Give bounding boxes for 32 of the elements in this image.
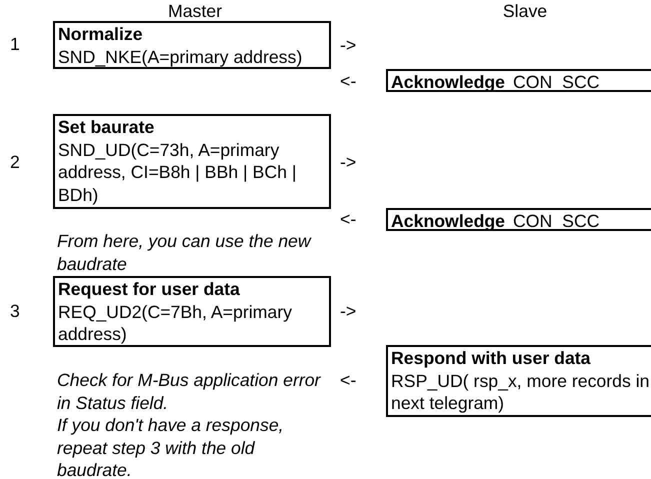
note-text: From here, you can use the new baudrate	[57, 230, 312, 275]
step-number: 1	[10, 33, 21, 56]
column-header: Slave	[502, 0, 548, 22]
direction-text: <-	[340, 369, 358, 392]
message-title: Acknowledge	[391, 211, 506, 231]
message-box	[386, 208, 651, 231]
message-box	[53, 21, 331, 69]
column-header: Master	[166, 0, 224, 22]
note-text: Check for M-Bus application error in Status field.	[57, 369, 322, 414]
message-title: Normalize	[58, 23, 144, 46]
message-text: CON_SCC	[513, 211, 600, 231]
direction-text: ->	[340, 34, 358, 56]
direction-text: <-	[340, 208, 358, 230]
message-text: REQ_UD2(C=7Bh, A=primary address)	[58, 300, 293, 346]
message-box	[386, 69, 651, 92]
message-text: SND_UD(C=73h, A=primary address, CI=B8h | BBh | BCh | BDh)	[58, 138, 298, 206]
direction-text: <-	[340, 70, 358, 92]
message-box	[53, 276, 331, 347]
message-title: Request for user data	[58, 278, 241, 300]
message-title: Acknowledge	[391, 72, 506, 92]
message-title: Set baurate	[58, 116, 156, 138]
message-text: SND_NKE(A=primary address)	[58, 46, 304, 68]
message-text: CON_SCC	[513, 72, 600, 92]
step-number: 2	[10, 151, 21, 174]
step-number: 3	[10, 300, 21, 322]
message-title: Respond with user data	[391, 347, 592, 370]
note-text: If you don't have a response, repeat step 3 with the old baudrate.	[57, 414, 285, 479]
message-box	[53, 114, 331, 209]
direction-text: ->	[340, 300, 358, 322]
direction-text: ->	[340, 151, 358, 174]
message-box	[386, 345, 651, 417]
message-text: RSP_UD( rsp_x, more records in next telegram)	[391, 370, 651, 414]
